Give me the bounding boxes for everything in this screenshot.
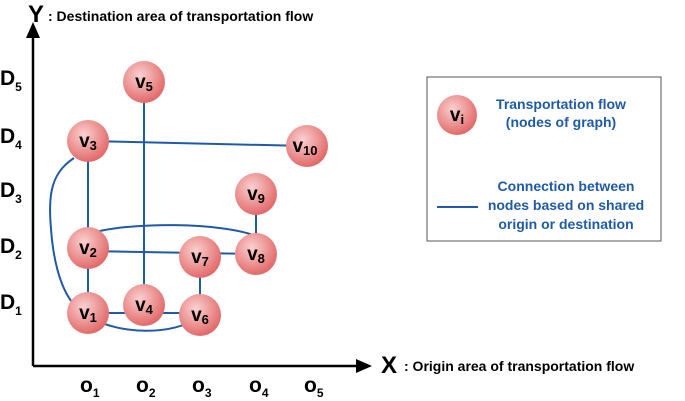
- node-v10: v10: [286, 125, 328, 167]
- node-v7-label: v7: [191, 247, 209, 269]
- legend-node-symbol-label: vi: [450, 105, 464, 127]
- x-tick-o4: o4: [249, 374, 269, 400]
- legend-node-text-line2: (nodes of graph): [506, 114, 616, 130]
- edge-v3-v1-arc: [49, 157, 81, 311]
- node-v10-label: v10: [292, 136, 317, 158]
- y-tick-d3: D3: [0, 179, 22, 206]
- y-tick-d1: D1: [0, 291, 22, 318]
- edge-v2-v8-arc: [91, 224, 257, 237]
- x-axis-letter: X: [381, 352, 397, 379]
- node-v5: v5: [123, 61, 165, 103]
- node-v3: v3: [67, 120, 109, 162]
- y-axis-arrowhead: [26, 22, 40, 38]
- edge-v2-v8: [87, 250, 257, 255]
- node-v4: v4: [123, 284, 165, 326]
- node-v6: v6: [179, 294, 221, 336]
- node-v5-label: v5: [135, 72, 153, 94]
- node-v1-label: v1: [79, 303, 97, 325]
- node-v2-label: v2: [79, 238, 97, 260]
- node-v9-label: v9: [247, 184, 265, 206]
- node-v9: v9: [235, 173, 277, 215]
- node-v4-label: v4: [135, 295, 154, 317]
- legend-edge-text-line2: nodes based on shared: [488, 197, 644, 213]
- x-tick-o3: o3: [192, 374, 212, 400]
- y-tick-d5: D5: [0, 67, 22, 94]
- legend-node-symbol: [437, 95, 477, 135]
- node-v3-label: v3: [79, 131, 97, 153]
- graph-nodes: v1 v2 v3 v4 v5 v6 v7 v8: [67, 61, 328, 336]
- y-tick-d2: D2: [0, 235, 22, 262]
- node-v8: v8: [235, 233, 277, 275]
- edge-v3-v10: [87, 140, 308, 147]
- x-axis-arrowhead: [356, 359, 372, 373]
- legend-edge-text-line1: Connection between: [498, 178, 635, 194]
- legend: vi Transportation flow (nodes of graph) …: [426, 76, 662, 242]
- y-axis-caption: : Destination area of transportation flo…: [48, 8, 313, 24]
- node-v6-label: v6: [191, 305, 209, 327]
- node-v7: v7: [179, 236, 221, 278]
- axes: [26, 22, 372, 373]
- node-v2: v2: [67, 227, 109, 269]
- node-v8-label: v8: [247, 244, 265, 266]
- legend-node-text-line1: Transportation flow: [496, 96, 626, 112]
- x-tick-o5: o5: [304, 374, 324, 400]
- x-axis-caption: : Origin area of transportation flow: [404, 358, 634, 374]
- legend-edge-text-line3: origin or destination: [498, 216, 633, 232]
- y-tick-labels: D5 D4 D3 D2 D1: [0, 67, 22, 318]
- y-axis-letter: Y: [28, 1, 44, 28]
- x-tick-o1: o1: [80, 374, 100, 400]
- x-tick-o2: o2: [136, 374, 156, 400]
- x-tick-labels: o1 o2 o3 o4 o5: [80, 374, 324, 400]
- y-tick-d4: D4: [0, 125, 22, 152]
- node-v1: v1: [67, 292, 109, 334]
